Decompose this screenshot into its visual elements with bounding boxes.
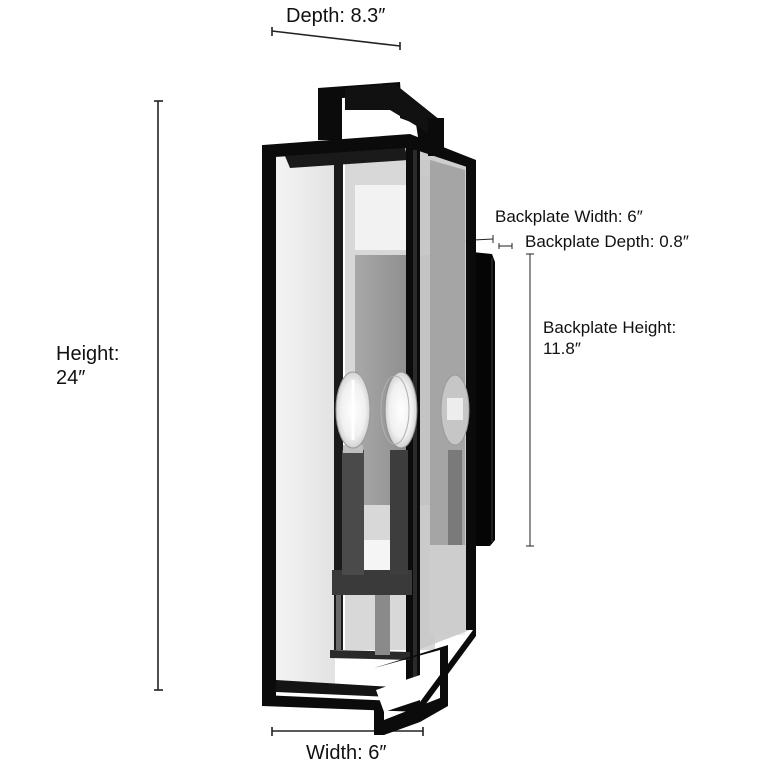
backplate-height-label: Backplate Height: 11.8″ — [543, 317, 676, 359]
backplate-depth-dimension-line — [498, 243, 513, 249]
backplate-height-label-value: 11.8″ — [543, 339, 581, 358]
height-label-title: Height: — [56, 343, 120, 365]
backplate-height-label-title: Backplate Height: — [543, 318, 677, 337]
backplate-height-dimension-line — [526, 253, 534, 547]
width-label: Width: 6″ — [306, 742, 387, 764]
height-label: Height: 24″ — [56, 342, 119, 390]
backplate-width-label: Backplate Width: 6″ — [495, 207, 643, 226]
height-label-value: 24″ — [56, 367, 86, 389]
height-dimension-line — [154, 100, 163, 691]
candle-bulbs — [335, 371, 470, 575]
width-dimension-line — [271, 727, 424, 736]
depth-dimension-line — [271, 27, 401, 50]
backplate — [472, 252, 495, 546]
backplate-depth-label: Backplate Depth: 0.8″ — [525, 232, 689, 251]
depth-label: Depth: 8.3″ — [286, 5, 386, 27]
